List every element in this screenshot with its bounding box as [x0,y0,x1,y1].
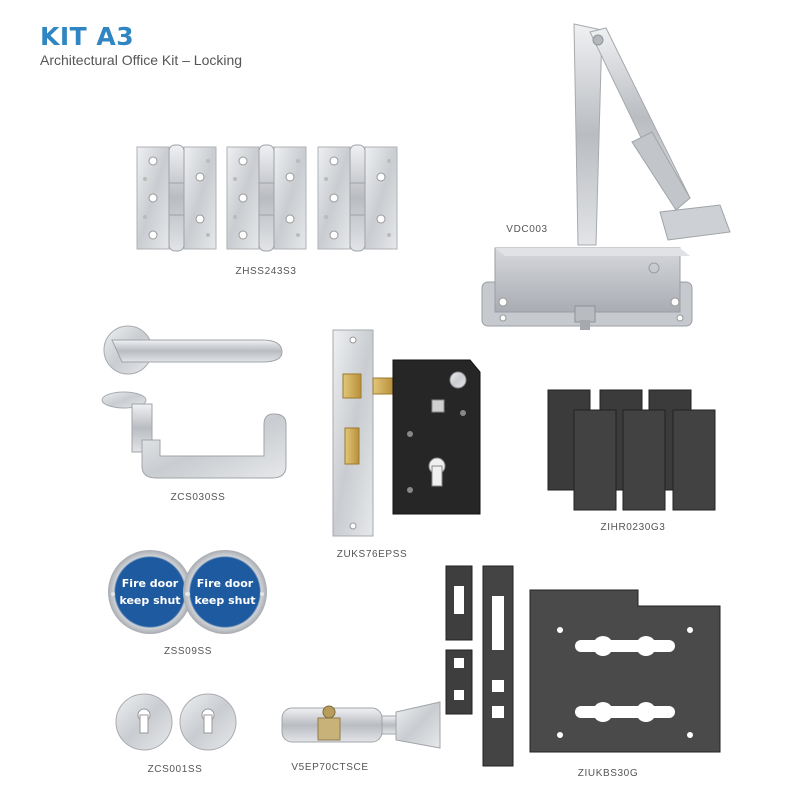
door-closer-icon [481,23,731,330]
product-code-sashlock: ZUKS76EPSS [336,549,408,560]
hinge-icon [136,144,398,252]
product-code-door-closer: VDC003 [506,224,548,235]
sign-icon: Fire door keep shut Fire door keep shut [108,550,267,634]
kit-subtitle: Architectural Office Kit – Locking [40,52,243,68]
intumescent-pad-icon [547,389,716,511]
product-code-intumescent-pads: ZIHR0230G3 [600,522,666,533]
escutcheon-icon [115,693,237,751]
sign-line2: keep shut [119,594,180,607]
product-code-escutcheons: ZCS001SS [147,764,203,775]
intumescent-kit-icon [445,565,721,767]
product-code-intumescent-kit: ZIUKBS30G [577,768,639,779]
product-code-lever-handle: ZCS030SS [170,492,226,503]
sign-line2: keep shut [194,594,255,607]
cylinder-icon [281,701,441,749]
sign-line1: Fire door [197,577,254,590]
kit-title: KIT A3 [40,22,135,51]
product-code-cylinder: V5EP70CTSCE [291,762,369,773]
lever-handle-icon [101,325,287,479]
product-code-signs: ZSS09SS [163,646,213,657]
sign-line1: Fire door [122,577,179,590]
sashlock-icon [332,329,481,537]
product-code-hinges: ZHSS243S3 [235,266,297,277]
